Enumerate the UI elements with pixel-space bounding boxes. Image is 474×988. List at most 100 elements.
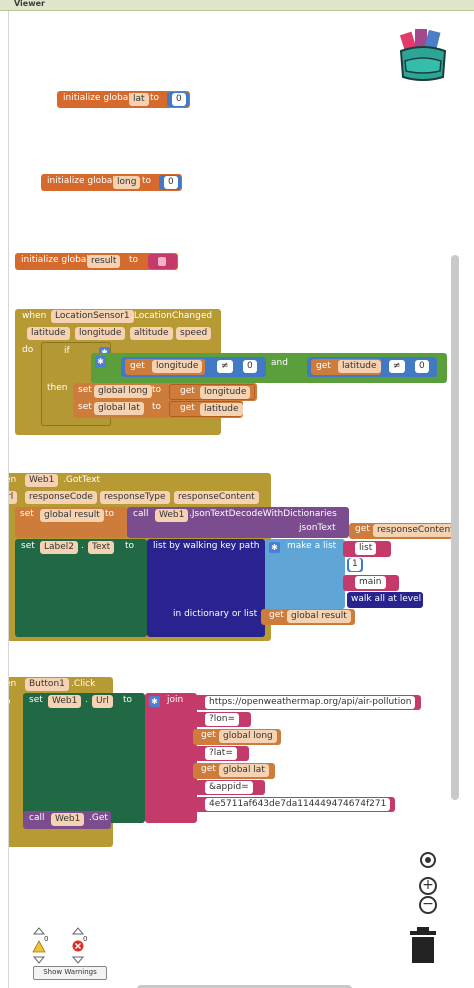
gear-icon[interactable]: ✱ [99,347,110,358]
empty-text-block[interactable] [148,254,177,269]
set-global-long-block[interactable]: set global long to get longitude [73,383,257,401]
vertical-scrollbar[interactable] [451,255,459,800]
join-label: join [167,695,184,705]
text-url-block[interactable]: https://openweathermap.org/api/air-pollu… [195,695,421,710]
walk-all-at-level-block[interactable]: walk all at level [347,592,423,608]
component-dropdown[interactable]: Label2 [40,541,79,554]
set-web-url-block[interactable]: set Web1 . Url to [23,693,145,823]
get-longitude-block[interactable]: get longitude [125,359,205,375]
set-global-lat-block[interactable]: set global lat to get latitude [73,400,243,418]
operator-dropdown[interactable]: ≠ [389,360,405,373]
get-global-lat-block[interactable]: get global lat [193,763,275,779]
var-name-long[interactable]: long [113,176,141,189]
init-global-lat-block[interactable]: initialize global lat to 0 [57,91,190,108]
var-dropdown[interactable]: responseContent [373,524,458,537]
text-value[interactable]: 4e5711af643de7da114449474674f271 [205,798,391,811]
var-dropdown[interactable]: global lat [219,764,269,777]
trash-icon[interactable] [409,926,437,964]
number-value[interactable]: 0 [243,360,257,373]
zoom-out-icon[interactable]: − [419,896,437,914]
text-appid-block[interactable]: &appid= [195,780,265,795]
blocks-workspace[interactable]: initialize global lat to 0 initialize gl… [8,11,473,988]
property-dropdown[interactable]: Url [92,695,113,708]
set-global-result-block[interactable]: set global result to [15,507,127,538]
number-block[interactable]: 1 [347,558,363,572]
get-global-result-block[interactable]: get global result [261,609,355,625]
json-decode-call-block[interactable]: call Web1 .JsonTextDecodeWithDictionarie… [127,507,349,538]
param-latitude[interactable]: latitude [27,327,70,340]
error-toggle[interactable] [70,924,86,964]
join-block[interactable]: ✱ join [145,693,197,823]
backpack-icon[interactable] [395,25,451,81]
target-icon[interactable] [418,850,438,870]
show-warnings-button[interactable]: Show Warnings [33,966,107,980]
text-value[interactable]: main [355,576,386,589]
var-dropdown[interactable]: global long [219,730,277,743]
number-value[interactable]: 0 [415,360,429,373]
event-name: .Click [71,679,96,689]
component-dropdown[interactable]: Web1 [51,813,85,826]
text-lon-block[interactable]: ?lon= [195,712,251,727]
var-dropdown[interactable]: global long [94,385,152,398]
get-latitude-block[interactable]: get latitude [311,359,381,375]
zoom-in-icon[interactable]: + [419,877,437,895]
var-name-lat[interactable]: lat [129,93,149,106]
number-block[interactable]: 0 [159,175,181,190]
text-lat-block[interactable]: ?lat= [195,746,249,761]
component-dropdown[interactable]: Web1 [155,509,189,522]
var-dropdown[interactable]: global lat [94,402,144,415]
text-main-block[interactable]: main [343,575,399,591]
component-dropdown[interactable]: LocationSensor1 [51,310,134,323]
param-speed[interactable]: speed [176,327,212,340]
param-altitude[interactable]: altitude [130,327,173,340]
number-value[interactable]: 0 [164,176,178,189]
property-dropdown[interactable]: Text [88,541,115,554]
operator-dropdown[interactable]: ≠ [217,360,233,373]
text-value[interactable]: ?lon= [205,713,240,726]
component-dropdown[interactable]: Button1 [25,678,69,691]
number-value[interactable]: 0 [172,93,186,106]
gear-icon[interactable]: ✱ [269,542,280,553]
warning-count: 0 [44,935,49,943]
text-value[interactable]: &appid= [205,781,253,794]
and-label: and [271,358,288,368]
number-value[interactable]: 1 [349,558,361,571]
warning-toggle[interactable] [31,924,47,964]
var-dropdown[interactable]: latitude [338,360,381,373]
compare-neq-block-2[interactable]: get latitude ≠ 0 [307,357,437,377]
gear-icon[interactable]: ✱ [95,356,106,367]
component-dropdown[interactable]: Web1 [48,695,82,708]
horizontal-scrollbar[interactable] [137,985,352,988]
param-responsecode[interactable]: responseCode [25,491,97,504]
number-block[interactable]: 0 [167,92,189,107]
component-dropdown[interactable]: Web1 [25,474,59,487]
param-responsetype[interactable]: responseType [100,491,170,504]
make-a-list-block[interactable]: ✱ make a list [265,539,345,609]
get-response-content-block[interactable]: get responseContent [349,523,458,539]
var-dropdown[interactable]: latitude [200,403,243,416]
var-dropdown[interactable]: longitude [152,360,203,373]
var-dropdown[interactable]: global result [287,610,351,623]
text-value[interactable]: list [355,542,377,555]
set-label-text-block[interactable]: set Label2 . Text to [15,539,147,637]
get-latitude-block[interactable]: get latitude [169,401,243,417]
init-global-result-block[interactable]: initialize global result to [15,253,178,270]
text-list-block[interactable]: list [343,541,391,557]
var-name-result[interactable]: result [87,255,121,268]
gear-icon[interactable]: ✱ [149,696,160,707]
compare-neq-block-1[interactable]: get longitude ≠ 0 [121,357,266,377]
param-url[interactable]: rl [9,491,18,504]
web-get-call-block[interactable]: call Web1 .Get [23,811,111,829]
param-responsecontent[interactable]: responseContent [174,491,259,504]
var-dropdown[interactable]: longitude [200,386,251,399]
init-global-long-block[interactable]: initialize global long to 0 [41,174,182,191]
event-name: .LocationChanged [131,311,213,321]
text-value[interactable]: ?lat= [205,747,237,760]
get-global-long-block[interactable]: get global long [193,729,281,745]
text-api-key-block[interactable]: 4e5711af643de7da114449474674f271 [195,797,395,812]
var-dropdown[interactable]: global result [40,509,104,522]
text-value[interactable]: https://openweathermap.org/api/air-pollu… [205,696,416,709]
param-longitude[interactable]: longitude [75,327,126,340]
get-longitude-block[interactable]: get longitude [169,384,255,400]
walk-key-path-block[interactable]: list by walking key path in dictionary o… [147,539,265,637]
